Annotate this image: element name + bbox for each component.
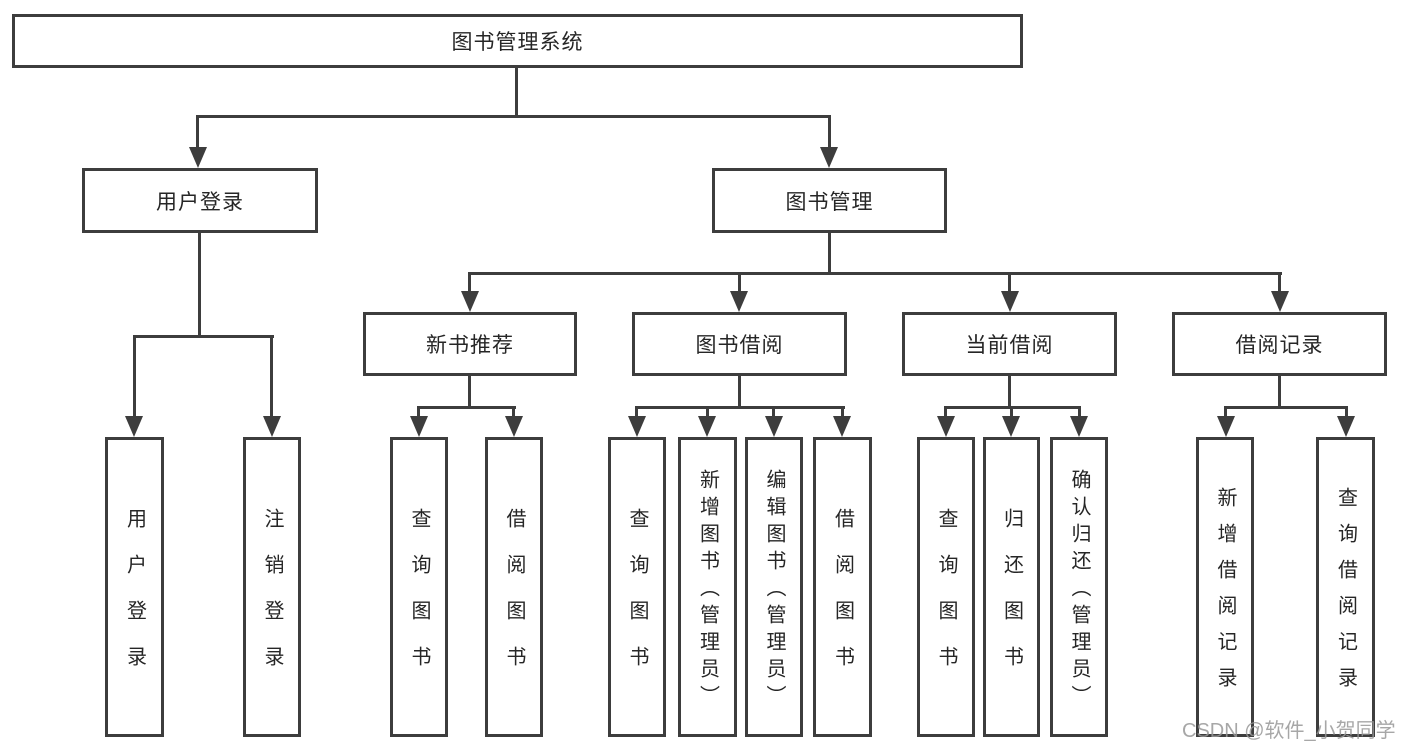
connector-drop-book-borrow xyxy=(738,272,741,293)
connector-drop-book-management xyxy=(828,115,831,149)
leaf-label: 新增借阅记录 xyxy=(1214,487,1236,703)
arrowhead-leaf xyxy=(765,416,783,437)
node-library-management-system: 图书管理系统 xyxy=(12,14,1023,68)
leaf-label: 查询图书 xyxy=(408,508,430,692)
node-label: 用户登录 xyxy=(156,190,244,214)
arrowhead-leaf xyxy=(1337,416,1355,437)
arrowhead-leaf xyxy=(1070,416,1088,437)
connector-root-split xyxy=(197,115,831,118)
leaf-label: 归还图书 xyxy=(1000,508,1023,692)
node-label: 图书借阅 xyxy=(695,334,784,357)
leaf-label: 查询图书 xyxy=(626,508,648,692)
leaf-label: 注销登录 xyxy=(261,508,283,692)
connector-drop-leaf xyxy=(772,406,775,418)
arrowhead-leaf xyxy=(698,416,716,437)
node-label: 图书管理 xyxy=(785,190,874,214)
connector-drop-leaf xyxy=(1224,406,1227,418)
arrowhead-user-login xyxy=(189,147,207,168)
connector-drop-user-login xyxy=(196,115,199,149)
arrowhead-login-leaf xyxy=(125,416,143,437)
arrowhead-leaf xyxy=(505,416,523,437)
connector-root-stem xyxy=(515,66,518,117)
node-label: 新书推荐 xyxy=(426,334,514,357)
leaf-label: 编辑图书（管理员） xyxy=(763,469,785,712)
connector-user-login-stem xyxy=(198,233,201,337)
node-book-borrow: 图书借阅 xyxy=(632,312,847,376)
leaf-add-borrow-record: 新增借阅记录 xyxy=(1196,437,1254,737)
connector-drop-leaf xyxy=(944,406,947,418)
node-book-management: 图书管理 xyxy=(712,168,947,233)
connector-user-login-split xyxy=(133,335,274,338)
connector-drop-login-leaf xyxy=(133,335,136,418)
leaf-label: 借阅图书 xyxy=(831,508,854,692)
leaf-return-book: 归还图书 xyxy=(983,437,1040,737)
connector-drop-current-borrow xyxy=(1008,272,1011,293)
arrowhead-leaf xyxy=(1217,416,1235,437)
connector-drop-leaf xyxy=(706,406,709,418)
leaf-query-borrow-record: 查询借阅记录 xyxy=(1316,437,1375,737)
connector-book-borrow-split xyxy=(635,406,845,409)
node-user-login: 用户登录 xyxy=(82,168,318,233)
node-borrow-record: 借阅记录 xyxy=(1172,312,1387,376)
arrowhead-new-book xyxy=(461,291,479,312)
connector-drop-leaf xyxy=(1345,406,1348,418)
leaf-confirm-return-admin: 确认归还（管理员） xyxy=(1050,437,1108,737)
arrowhead-logout-leaf xyxy=(263,416,281,437)
leaf-label: 查询图书 xyxy=(935,508,957,692)
connector-drop-borrow-record xyxy=(1278,272,1281,293)
node-new-book-recommend: 新书推荐 xyxy=(363,312,577,376)
connector-current-borrow-stem xyxy=(1008,376,1011,409)
leaf-label: 借阅图书 xyxy=(503,508,525,692)
arrowhead-leaf xyxy=(410,416,428,437)
connector-borrow-record-stem xyxy=(1278,376,1281,409)
leaf-query-book: 查询图书 xyxy=(608,437,666,737)
leaf-logout: 注销登录 xyxy=(243,437,301,737)
leaf-add-book-admin: 新增图书（管理员） xyxy=(678,437,737,737)
connector-drop-leaf xyxy=(417,406,420,418)
connector-book-borrow-stem xyxy=(738,376,741,409)
connector-drop-leaf xyxy=(1078,406,1081,418)
leaf-edit-book-admin: 编辑图书（管理员） xyxy=(745,437,803,737)
node-label: 当前借阅 xyxy=(965,334,1054,357)
leaf-borrow-book: 借阅图书 xyxy=(813,437,872,737)
connector-drop-leaf xyxy=(512,406,515,418)
leaf-label: 确认归还（管理员） xyxy=(1068,469,1090,712)
arrowhead-book-borrow xyxy=(730,291,748,312)
arrowhead-leaf xyxy=(937,416,955,437)
arrowhead-leaf xyxy=(628,416,646,437)
node-label: 借阅记录 xyxy=(1235,334,1324,357)
watermark: CSDN @软件_小贺同学 xyxy=(1182,720,1396,742)
connector-book-management-split xyxy=(468,272,1282,275)
leaf-user-login: 用户登录 xyxy=(105,437,164,737)
connector-book-management-stem xyxy=(828,233,831,274)
connector-borrow-record-split xyxy=(1224,406,1348,409)
connector-drop-logout-leaf xyxy=(270,335,273,418)
arrowhead-book-management xyxy=(820,147,838,168)
arrowhead-leaf xyxy=(1002,416,1020,437)
connector-drop-leaf xyxy=(841,406,844,418)
leaf-label: 新增图书（管理员） xyxy=(696,469,719,712)
leaf-label: 用户登录 xyxy=(123,508,146,692)
arrowhead-borrow-record xyxy=(1271,291,1289,312)
node-label: 图书管理系统 xyxy=(451,31,584,54)
connector-drop-new-book xyxy=(468,272,471,293)
arrowhead-leaf xyxy=(833,416,851,437)
connector-new-book-stem xyxy=(468,376,471,409)
leaf-query-book: 查询图书 xyxy=(390,437,448,737)
leaf-label: 查询借阅记录 xyxy=(1334,487,1357,703)
connector-drop-leaf xyxy=(1010,406,1013,418)
leaf-query-book: 查询图书 xyxy=(917,437,975,737)
leaf-borrow-book: 借阅图书 xyxy=(485,437,543,737)
connector-new-book-split xyxy=(417,406,516,409)
node-current-borrow: 当前借阅 xyxy=(902,312,1117,376)
arrowhead-current-borrow xyxy=(1001,291,1019,312)
connector-drop-leaf xyxy=(635,406,638,418)
